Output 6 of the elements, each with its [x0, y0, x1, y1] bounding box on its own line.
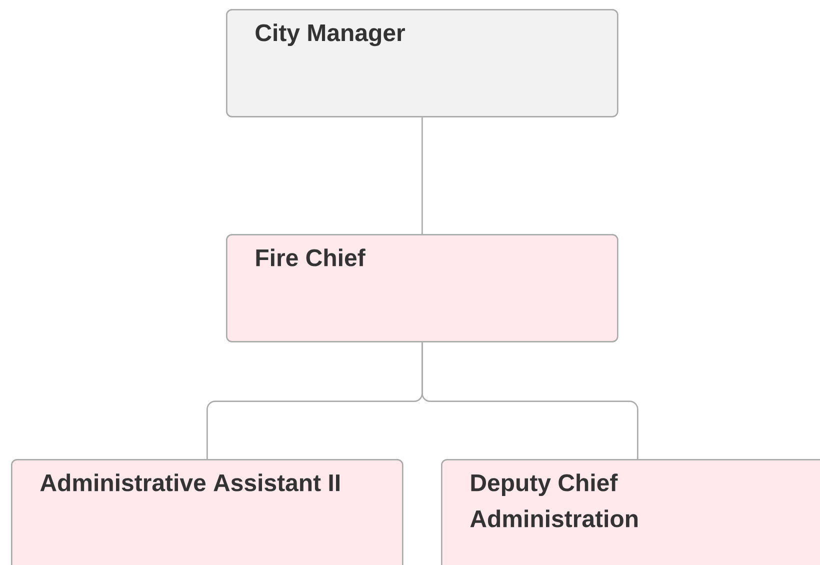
org-box: City Manager — [226, 9, 618, 118]
connector-line — [422, 342, 638, 459]
org-box: Administrative Assistant II — [11, 459, 404, 565]
connector-line — [422, 117, 423, 234]
org-box: Fire Chief — [226, 234, 618, 342]
org-box: Deputy Chief Administration — [441, 459, 820, 565]
